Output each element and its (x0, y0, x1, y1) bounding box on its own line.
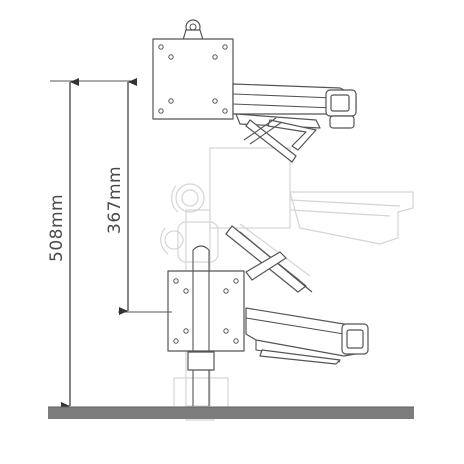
dim-label-367: 367mm (105, 166, 125, 234)
ghost-vesa-plate (209, 147, 291, 229)
dimension-367mm: 367mm (105, 78, 172, 315)
dimension-508mm: 508mm (47, 78, 136, 410)
ghost-base (173, 377, 229, 409)
ghost-tilt-knob (175, 183, 205, 213)
desk-surface (48, 407, 414, 419)
upper-vesa-plate (152, 38, 234, 120)
lower-cross-brace (245, 251, 287, 281)
lower-arm-assembly (167, 225, 369, 406)
pole-collar (187, 351, 215, 371)
upper-arm-assembly (152, 19, 357, 163)
lower-vesa-plate (167, 270, 245, 352)
dim-label-508: 508mm (47, 194, 67, 262)
ghost-upper-arm (289, 191, 414, 245)
